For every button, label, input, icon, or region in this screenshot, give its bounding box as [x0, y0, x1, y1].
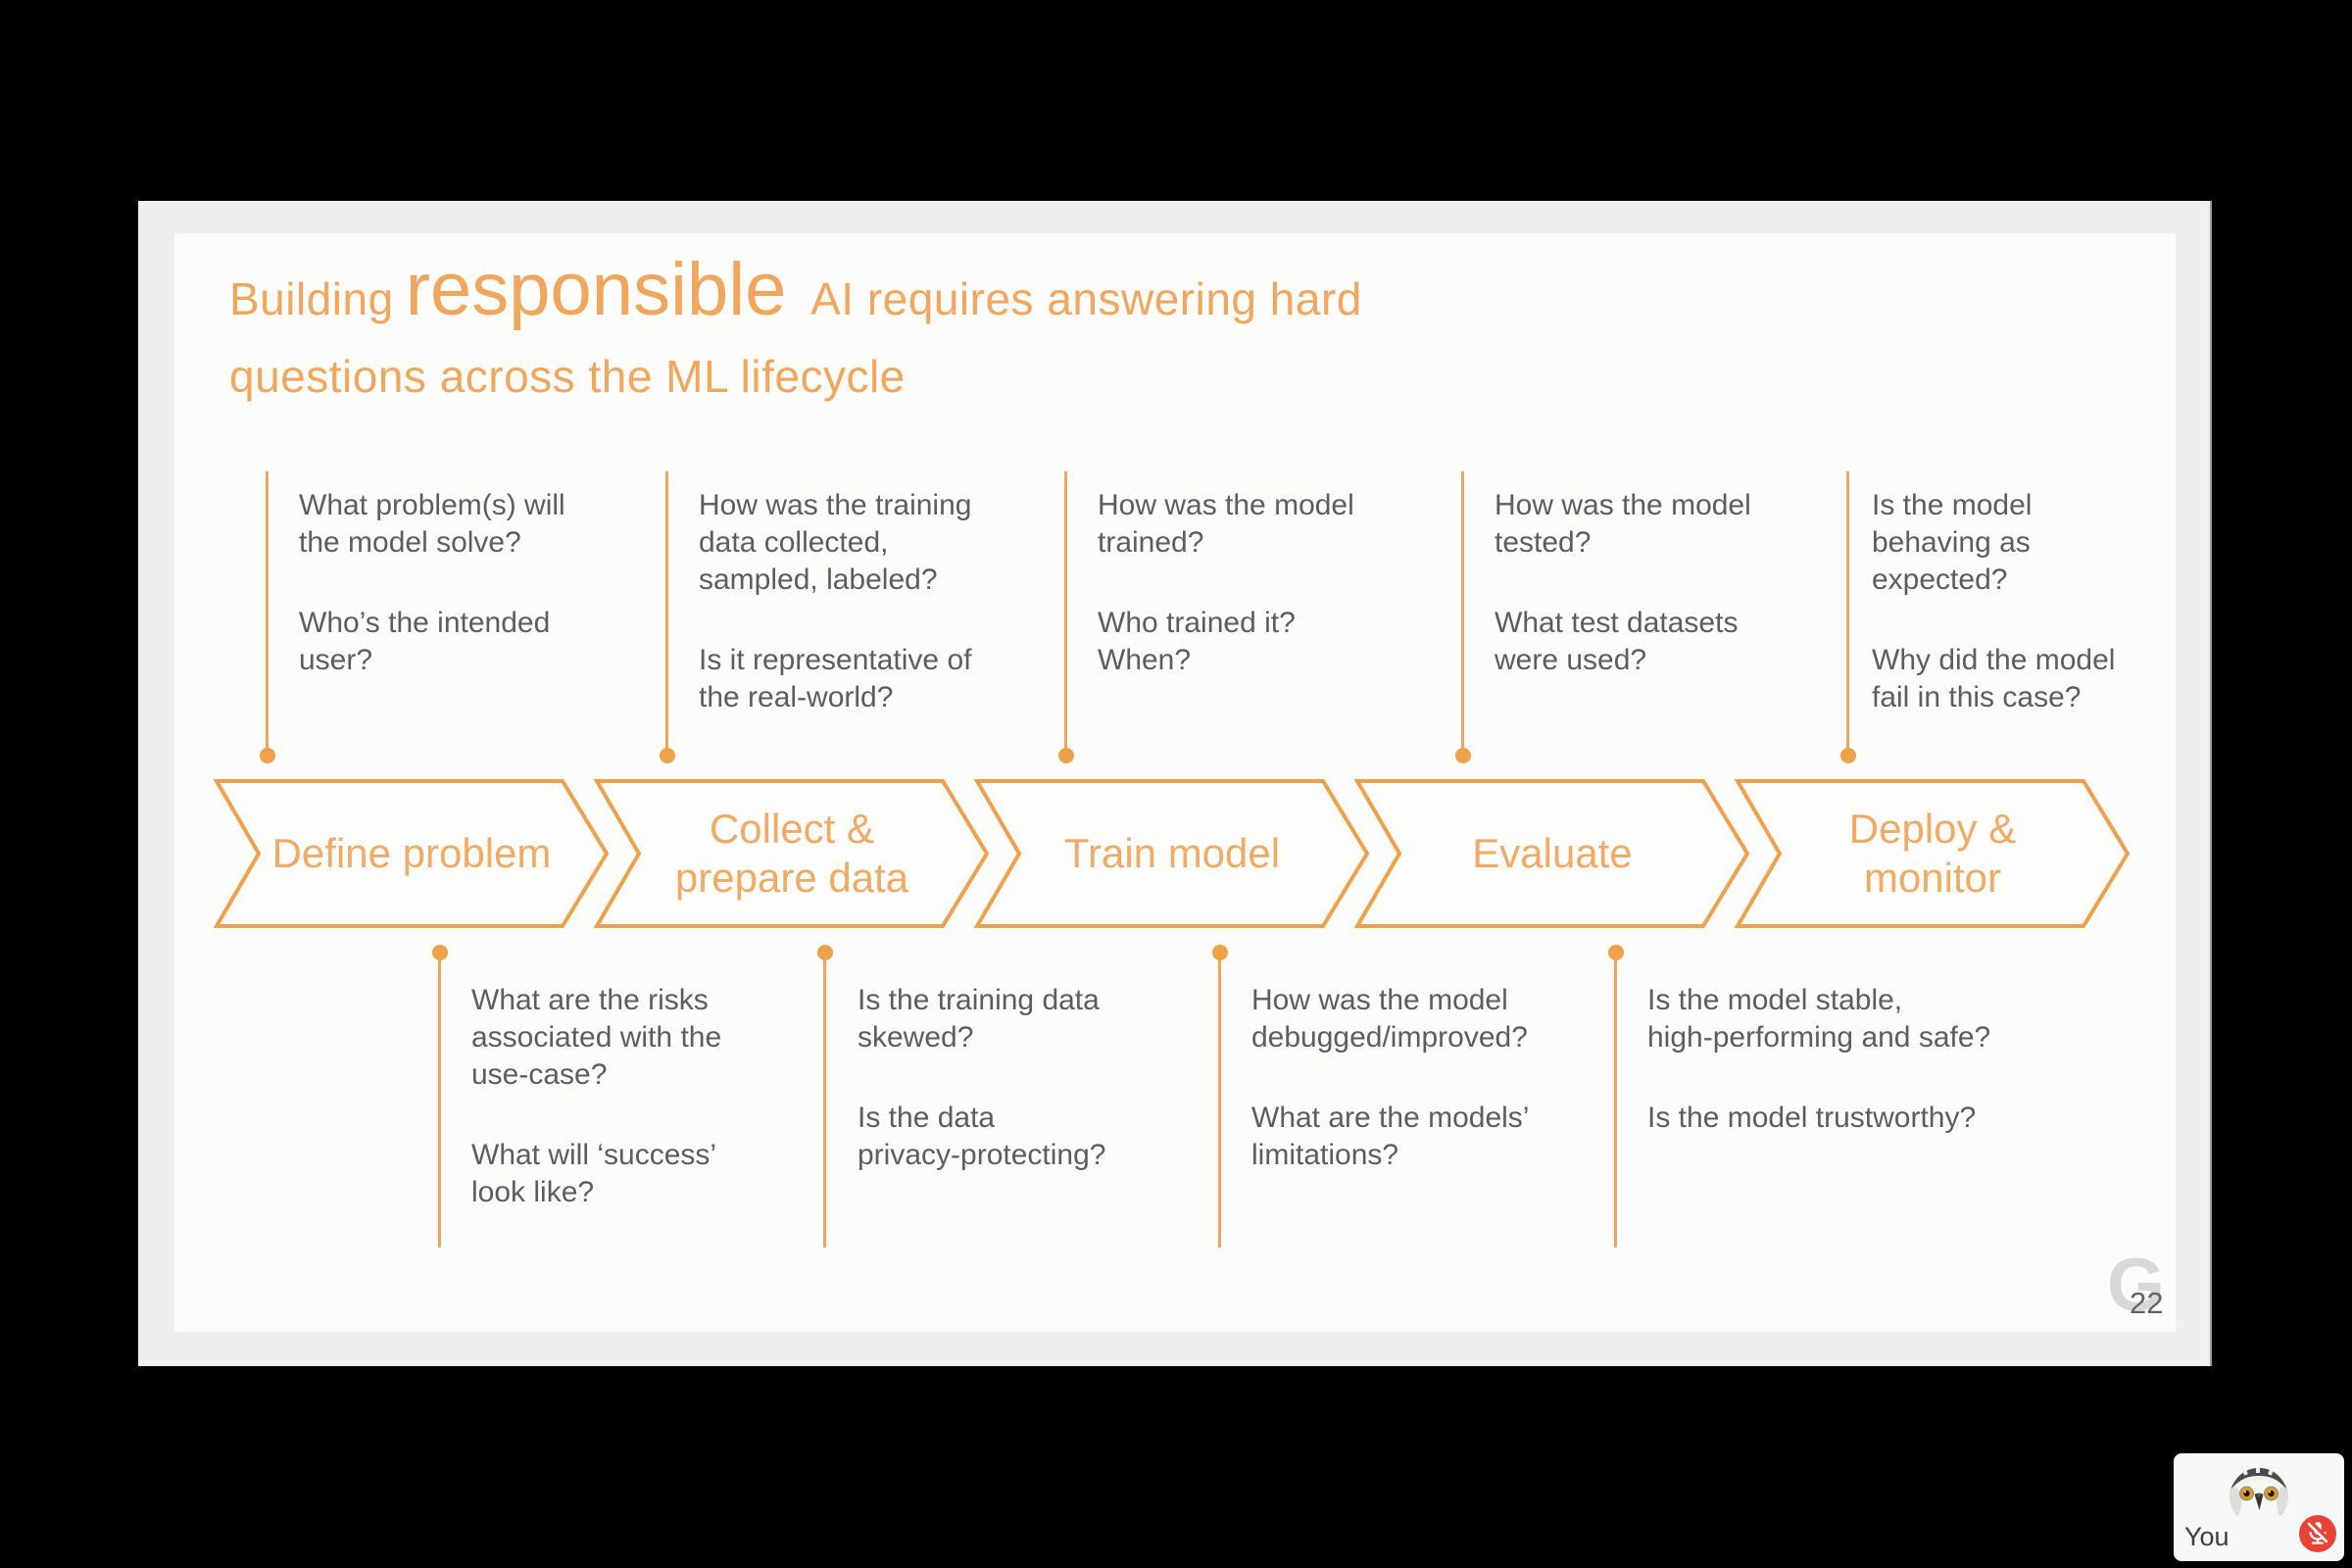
- chevron-arrow-shape: [1354, 779, 1750, 928]
- leader-line-top-3: [1057, 471, 1074, 763]
- stage-evaluate: Evaluate: [1354, 778, 1750, 929]
- stage-label: Evaluate: [1472, 830, 1633, 877]
- self-video-tile[interactable]: You: [2174, 1453, 2344, 1561]
- slide-page-number: 22: [2130, 1286, 2164, 1320]
- question-text: How was the training data collected, sam…: [699, 489, 972, 596]
- question-text: How was the model tested?: [1494, 489, 1751, 559]
- mic-off-icon: [2307, 1520, 2330, 1544]
- self-name-label: You: [2184, 1522, 2230, 1551]
- leader-line-bottom-1: [431, 945, 448, 1248]
- title-segment-1: Building: [229, 273, 394, 324]
- question-text: What will ‘success’ look like?: [471, 1139, 717, 1208]
- leader-line-top-2: [659, 471, 675, 763]
- leader-line-bottom-4: [1607, 945, 1624, 1248]
- question-text: What test datasets were used?: [1494, 607, 1739, 676]
- slide-title: Building responsible AI requires answeri…: [229, 248, 1362, 402]
- leader-dot: [1211, 945, 1228, 960]
- top-questions-define: What problem(s) will the model solve? Wh…: [299, 487, 671, 679]
- leader-dot: [1057, 748, 1074, 763]
- question-text: Is the data privacy-protecting?: [858, 1102, 1106, 1171]
- question-text: What are the models’ limitations?: [1251, 1102, 1530, 1171]
- microphone-muted-badge[interactable]: [2299, 1515, 2336, 1552]
- leader-dot: [431, 945, 448, 960]
- stage-label: Collect & prepare data: [674, 806, 909, 901]
- top-questions-collect: How was the training data collected, sam…: [699, 487, 1071, 716]
- title-line-2: questions across the ML lifecycle: [229, 351, 906, 402]
- question-text: Who trained it? When?: [1098, 607, 1296, 676]
- google-logo-watermark: G: [2107, 1244, 2166, 1327]
- question-text: Is the model stable, high-performing and…: [1647, 984, 1991, 1054]
- top-questions-evaluate: How was the model tested? What test data…: [1494, 487, 1867, 679]
- question-text: Why did the model fail in this case?: [1872, 644, 2116, 713]
- bottom-questions-train: How was the model debugged/improved? Wha…: [1251, 982, 1673, 1174]
- leader-dot: [1607, 945, 1624, 960]
- question-text: Who’s the intended user?: [299, 607, 551, 676]
- stage-define-problem: Define problem: [214, 778, 610, 929]
- stage-label: Deploy & monitor: [1848, 806, 2017, 901]
- question-text: Is the training data skewed?: [858, 984, 1100, 1054]
- question-text: What problem(s) will the model solve?: [299, 489, 565, 559]
- question-text: How was the model debugged/improved?: [1251, 984, 1528, 1054]
- leader-dot: [1454, 748, 1471, 763]
- stage-train-model: Train model: [974, 778, 1370, 929]
- leader-line-top-5: [1839, 471, 1856, 763]
- snowy-owl-avatar-image: [2230, 1467, 2288, 1526]
- top-questions-deploy: Is the model behaving as expected? Why d…: [1872, 487, 2244, 716]
- bottom-questions-define: What are the risks associated with the u…: [471, 982, 893, 1211]
- question-text: What are the risks associated with the u…: [471, 984, 722, 1091]
- chevron-arrow-shape: [214, 779, 610, 928]
- chevron-arrow-shape: [1735, 779, 2131, 928]
- leader-line-bottom-2: [816, 945, 833, 1248]
- leader-dot: [816, 945, 833, 960]
- stage-label: Define problem: [271, 830, 552, 877]
- title-segment-2: AI requires answering hard: [800, 273, 1362, 324]
- question-text: Is the model trustworthy?: [1647, 1102, 1977, 1134]
- leader-dot: [1839, 748, 1856, 763]
- stage-label: Train model: [1063, 830, 1281, 877]
- leader-dot: [659, 748, 675, 763]
- bottom-questions-evaluate: Is the model stable, high-performing and…: [1647, 982, 2069, 1137]
- question-text: Is it representative of the real-world?: [699, 644, 972, 713]
- avatar: [2230, 1467, 2288, 1526]
- stage-deploy-monitor: Deploy & monitor: [1735, 778, 2131, 929]
- question-text: How was the model trained?: [1098, 489, 1354, 559]
- bottom-questions-collect: Is the training data skewed? Is the data…: [858, 982, 1279, 1174]
- top-questions-train: How was the model trained? Who trained i…: [1098, 487, 1470, 679]
- screen-share-region: Building responsible AI requires answeri…: [138, 201, 2212, 1366]
- chevron-arrow-shape: [974, 779, 1370, 928]
- presentation-slide: Building responsible AI requires answeri…: [174, 233, 2176, 1332]
- title-emphasis: responsible: [405, 248, 787, 331]
- chevron-arrow-shape: [594, 779, 990, 928]
- leader-line-bottom-3: [1211, 945, 1228, 1248]
- leader-line-top-1: [259, 471, 275, 763]
- leader-line-top-4: [1454, 471, 1471, 763]
- leader-dot: [259, 748, 275, 763]
- stage-collect-prepare-data: Collect & prepare data: [594, 778, 990, 929]
- question-text: Is the model behaving as expected?: [1872, 489, 2033, 596]
